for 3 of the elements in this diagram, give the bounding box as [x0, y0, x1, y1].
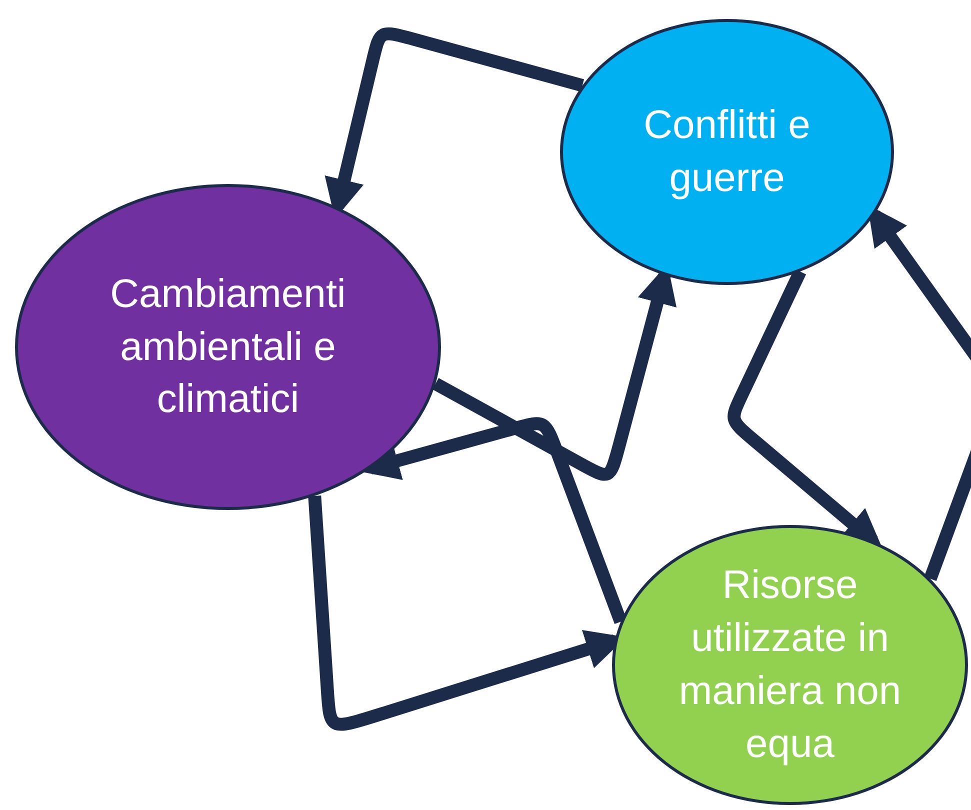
node-label: Risorse utilizzate in maniera non equa [678, 562, 902, 768]
node-label: Conflitti e guerre [642, 102, 812, 202]
node-label: Cambiamenti ambientali e climatici [109, 270, 347, 424]
